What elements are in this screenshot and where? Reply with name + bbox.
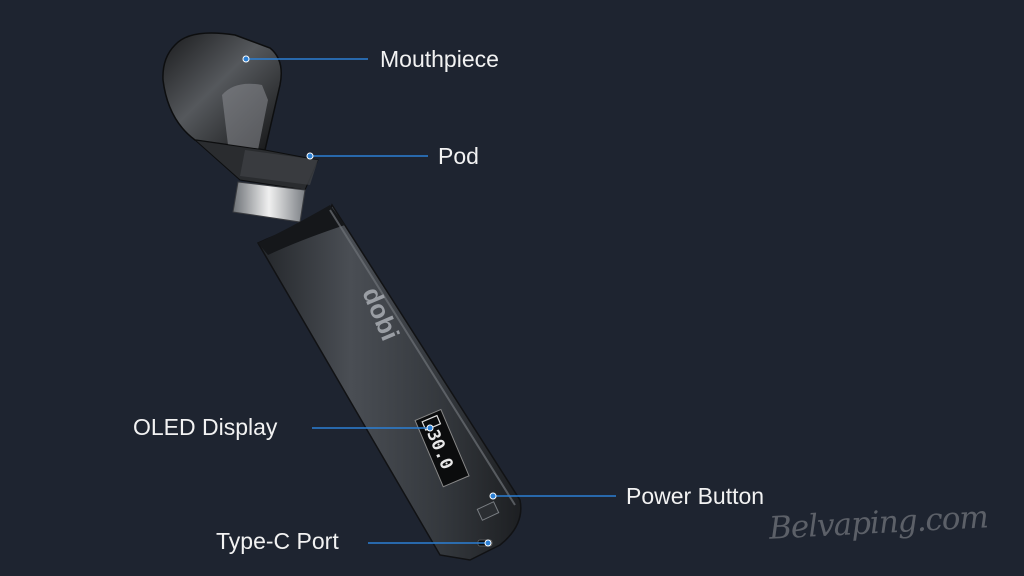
pod-callout-dot — [306, 152, 314, 160]
body-shell — [256, 203, 522, 561]
callout-lines — [242, 55, 616, 547]
power-button-label: Power Button — [626, 483, 765, 509]
mouthpiece-callout-dot — [242, 55, 250, 63]
pod-label: Pod — [438, 143, 479, 169]
oled-callout-dot — [426, 424, 434, 432]
oled-display-label: OLED Display — [133, 414, 278, 440]
power-button-callout-dot — [489, 492, 497, 500]
power-button-shape — [476, 501, 500, 521]
type-c-port-label: Type-C Port — [216, 528, 339, 554]
type-c-callout-dot — [484, 539, 492, 547]
pod-assembly — [162, 32, 319, 223]
body-top-opening — [258, 205, 345, 255]
battery-body: dobi 30.0 — [256, 203, 522, 561]
pod-base — [240, 150, 318, 185]
mouthpiece-highlight — [222, 83, 268, 150]
body-edge-highlight — [329, 209, 516, 506]
mouthpiece-label: Mouthpiece — [380, 46, 499, 72]
